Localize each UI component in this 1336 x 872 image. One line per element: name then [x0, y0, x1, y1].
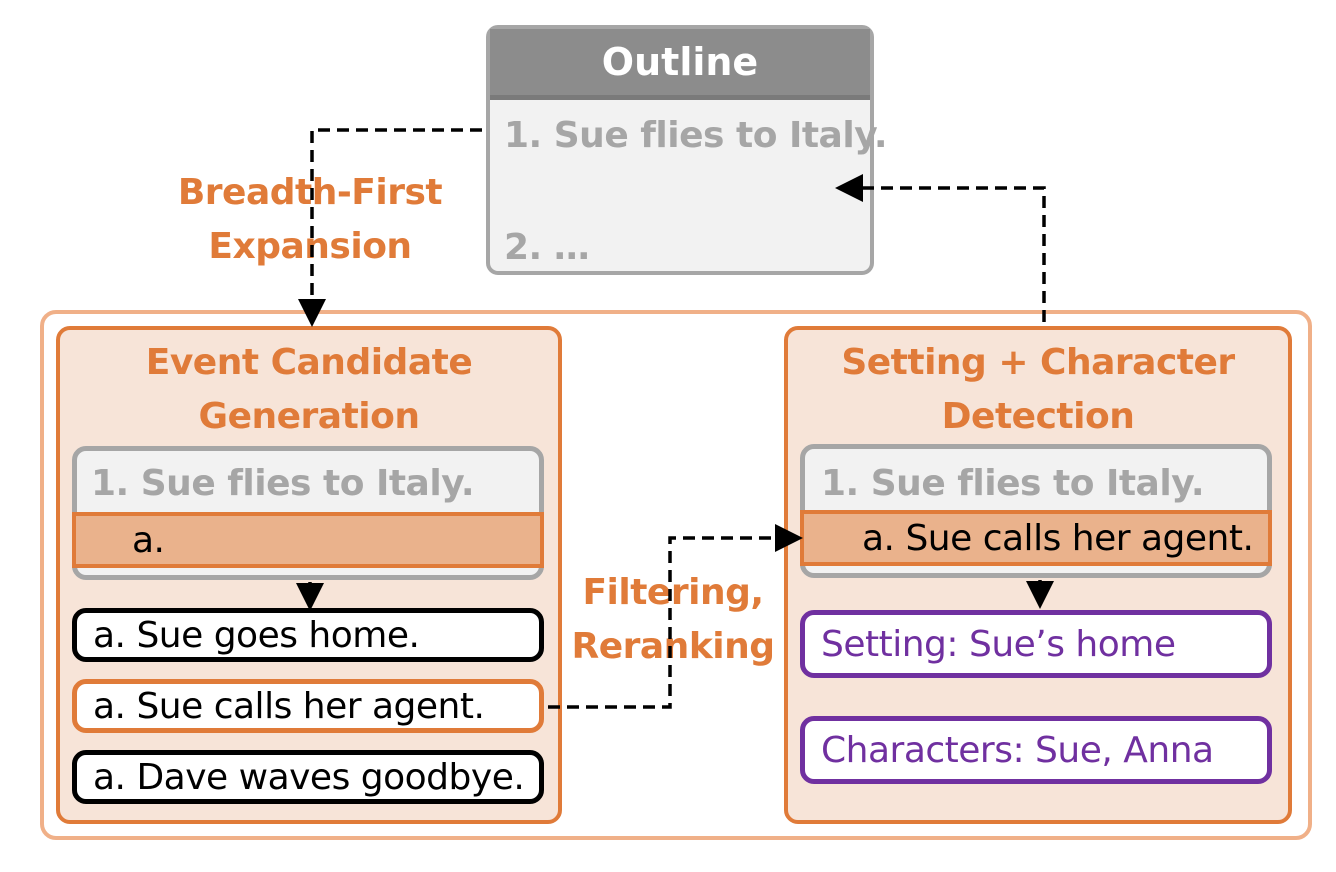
- candidate-sue-goes-home: a. Sue goes home.: [72, 608, 544, 662]
- candidate-dave-waves-goodbye: a. Dave waves goodbye.: [72, 750, 544, 804]
- event-panel-title-line2: Generation: [198, 396, 420, 437]
- filtering-label-line1: Filtering,: [582, 572, 764, 613]
- characters-box: Characters: Sue, Anna: [800, 716, 1272, 784]
- event-context-item: 1. Sue flies to Italy.: [91, 463, 475, 504]
- filtering-arrow: [548, 524, 803, 709]
- event-target-band: a.: [72, 512, 544, 568]
- detect-target-band: a. Sue calls her agent.: [800, 510, 1272, 566]
- detect-band-text: a. Sue calls her agent.: [862, 518, 1254, 559]
- detect-context-item: 1. Sue flies to Italy.: [821, 463, 1205, 504]
- filtering-label-line2: Reranking: [571, 626, 776, 667]
- outline-title: Outline: [490, 29, 870, 100]
- detect-panel-title-line1: Setting + Character: [841, 342, 1235, 383]
- outline-item-2: 2. …: [504, 227, 590, 268]
- event-panel-title-line1: Event Candidate: [145, 342, 473, 383]
- filtering-label: Filtering, Reranking: [560, 566, 786, 674]
- candidate-sue-calls-agent: a. Sue calls her agent.: [72, 679, 544, 733]
- breadth-first-label-line2: Expansion: [208, 226, 412, 267]
- detect-panel-title-line2: Detection: [941, 396, 1135, 437]
- breadth-first-arrow: [298, 128, 482, 327]
- update-outline-arrow: [835, 174, 1046, 322]
- outline-item-1: 1. Sue flies to Italy.: [504, 115, 888, 156]
- event-band-text: a.: [132, 520, 165, 561]
- setting-box: Setting: Sue’s home: [800, 610, 1272, 678]
- outline-box: Outline 1. Sue flies to Italy. 2. …: [486, 25, 888, 275]
